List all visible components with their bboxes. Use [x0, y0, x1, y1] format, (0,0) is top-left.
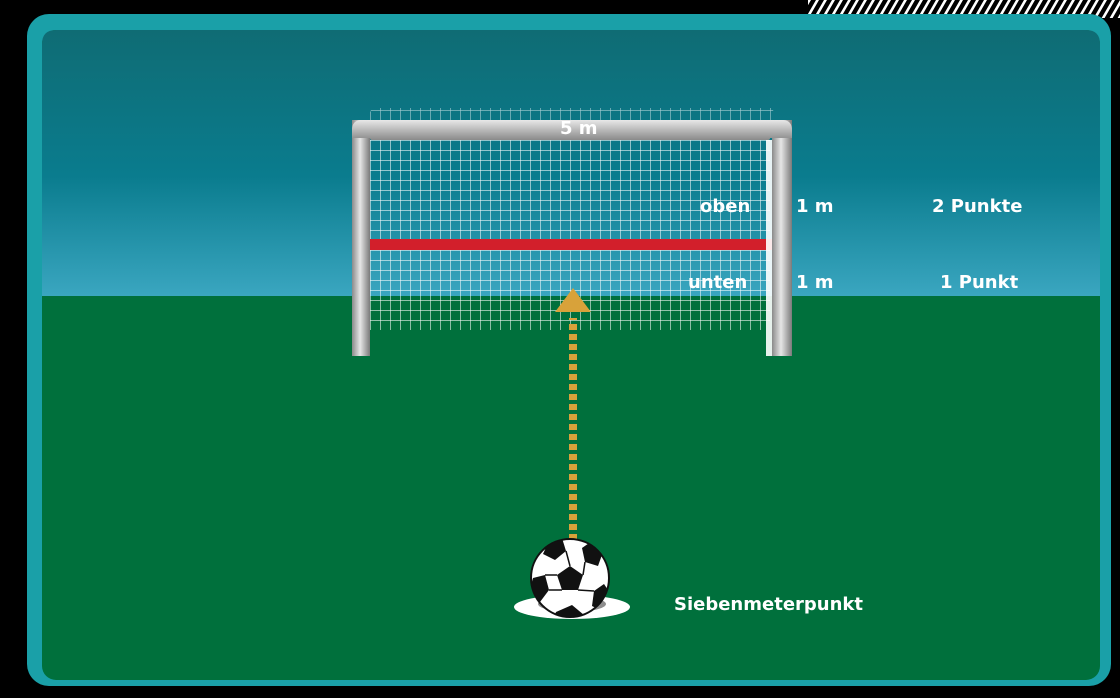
right-post: [772, 120, 792, 356]
zone-top-name: oben: [700, 196, 750, 218]
penalty-spot-label: Siebenmeterpunkt: [674, 594, 863, 616]
zone-bottom-name: unten: [688, 272, 747, 294]
divider-line: [368, 239, 774, 250]
zone-bottom-height: 1 m: [796, 272, 834, 294]
zone-top-height: 1 m: [796, 196, 834, 218]
zone-top-score: 2 Punkte: [932, 196, 1022, 218]
zone-bottom-score: 1 Punkt: [940, 272, 1018, 294]
left-post: [352, 120, 370, 356]
post-highlight: [766, 140, 772, 356]
goal-width-label: 5 m: [560, 118, 598, 140]
